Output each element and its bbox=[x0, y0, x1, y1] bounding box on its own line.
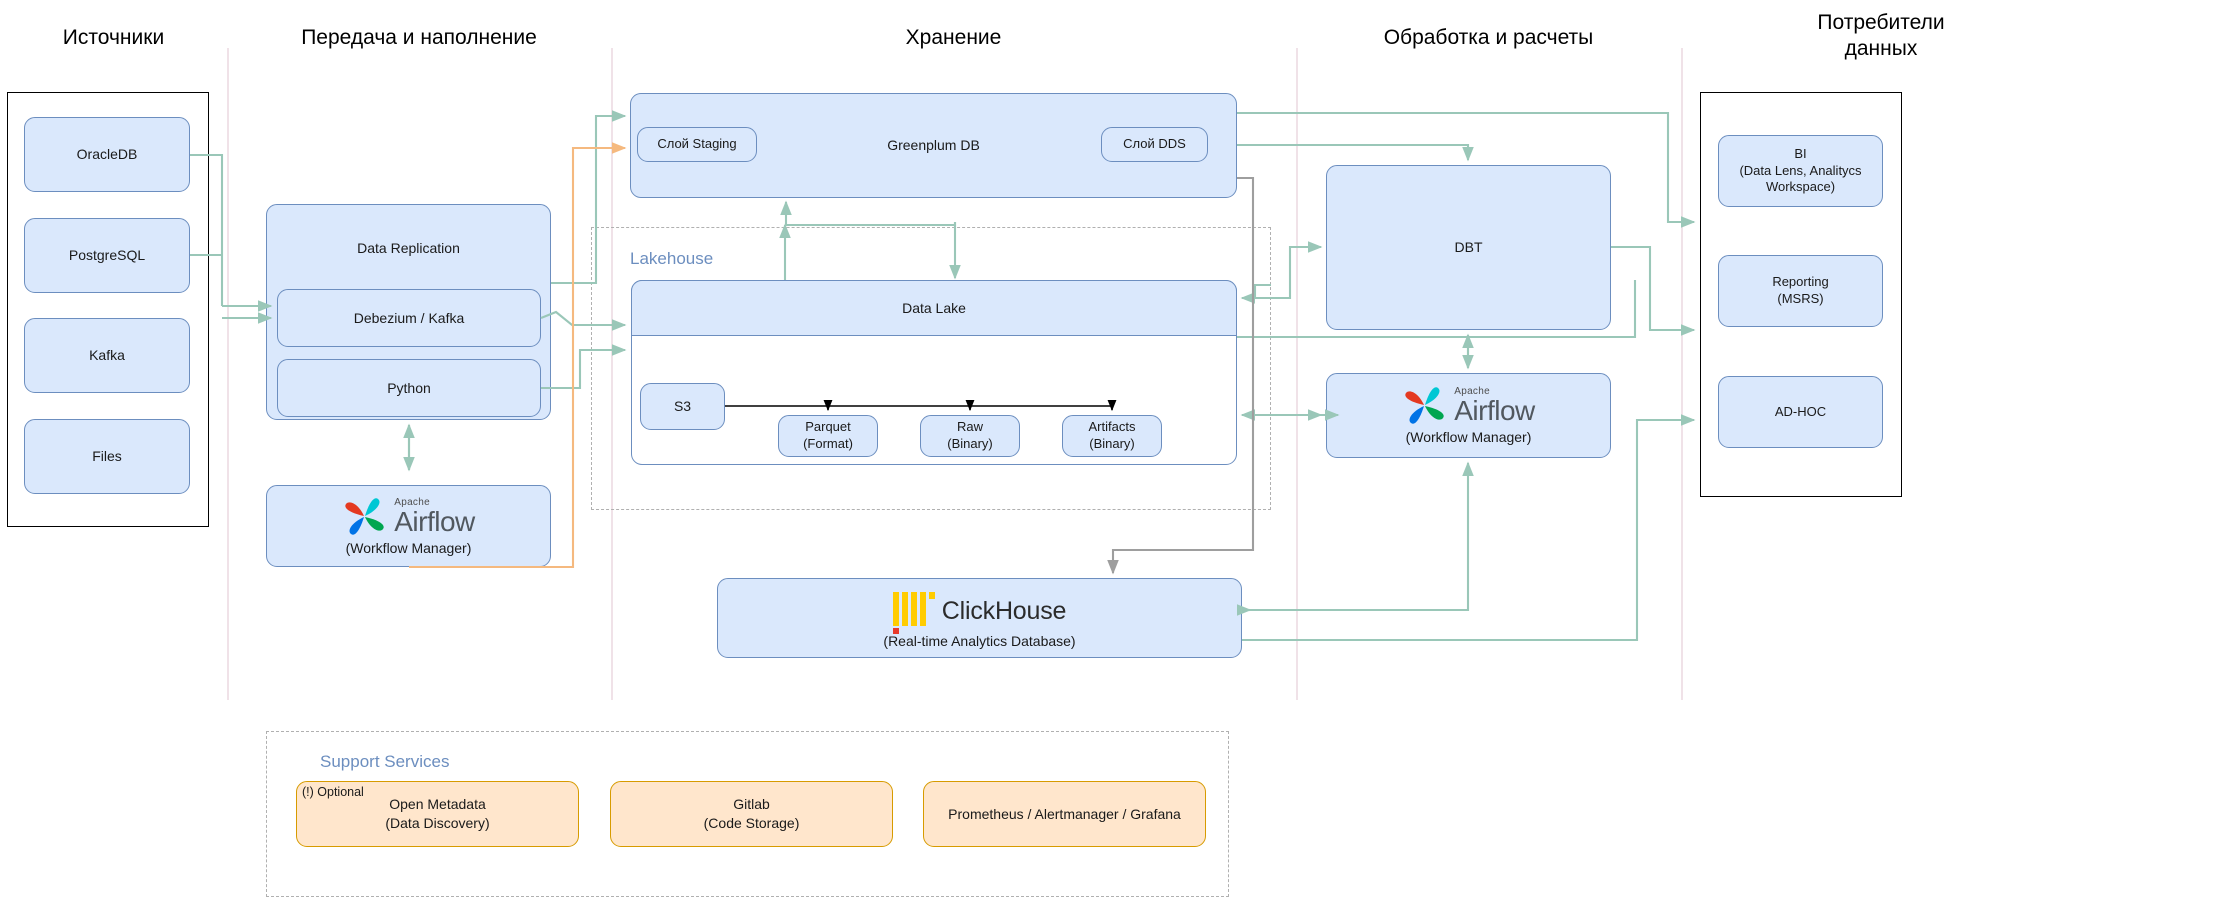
consumer-adhoc[interactable]: AD-HOC bbox=[1718, 376, 1883, 448]
column-divider-1 bbox=[227, 48, 229, 700]
support-services-zone bbox=[266, 731, 1229, 897]
processing-airflow-box[interactable] bbox=[1326, 373, 1611, 458]
greenplum-label: Greenplum DB bbox=[887, 137, 980, 154]
support-monitoring[interactable]: Prometheus / Alertmanager / Grafana bbox=[923, 781, 1206, 847]
clickhouse-box[interactable] bbox=[717, 578, 1242, 658]
data-replication-label: Data Replication bbox=[357, 240, 460, 256]
ingest-debezium-kafka[interactable]: Debezium / Kafka bbox=[277, 289, 541, 347]
datalake-header[interactable]: Data Lake bbox=[631, 280, 1237, 336]
ingest-python[interactable]: Python bbox=[277, 359, 541, 417]
wire-greenplum-to-dbt bbox=[1237, 143, 1474, 162]
optional-note: (!) Optional bbox=[302, 785, 364, 799]
source-oracledb[interactable]: OracleDB bbox=[24, 117, 190, 192]
support-gitlab[interactable]: Gitlab (Code Storage) bbox=[610, 781, 893, 847]
ingest-airflow-box[interactable] bbox=[266, 485, 551, 567]
storage-s3[interactable]: S3 bbox=[640, 383, 725, 430]
column-header-storage: Хранение bbox=[905, 26, 1002, 49]
column-header-processing: Обработка и расчеты bbox=[1383, 26, 1594, 49]
source-files[interactable]: Files bbox=[24, 419, 190, 494]
wire-crosslink-storage bbox=[785, 222, 957, 227]
column-divider-3 bbox=[1296, 48, 1298, 700]
storage-format-raw[interactable]: Raw (Binary) bbox=[920, 415, 1020, 457]
consumer-reporting[interactable]: Reporting (MSRS) bbox=[1718, 255, 1883, 327]
column-header-ingest: Передача и наполнение bbox=[301, 26, 537, 49]
greenplum-staging-layer[interactable]: Слой Staging bbox=[637, 127, 757, 162]
storage-format-artifacts[interactable]: Artifacts (Binary) bbox=[1062, 415, 1162, 457]
wire-datalake-up-arrow bbox=[780, 200, 792, 227]
source-kafka[interactable]: Kafka bbox=[24, 318, 190, 393]
column-header-consumers: Потребители данных bbox=[1817, 11, 1945, 61]
support-open-metadata[interactable]: Open Metadata (Data Discovery) bbox=[296, 781, 579, 847]
source-postgresql[interactable]: PostgreSQL bbox=[24, 218, 190, 293]
column-divider-4 bbox=[1681, 48, 1683, 700]
lakehouse-zone-label: Lakehouse bbox=[630, 249, 714, 268]
dbt-box[interactable]: DBT bbox=[1326, 165, 1611, 330]
greenplum-dds-layer[interactable]: Слой DDS bbox=[1101, 127, 1208, 162]
column-header-sources: Источники bbox=[62, 26, 165, 49]
storage-format-parquet[interactable]: Parquet (Format) bbox=[778, 415, 878, 457]
wire-clickhouse-right-up bbox=[1242, 578, 1470, 612]
support-services-label: Support Services bbox=[320, 752, 450, 771]
consumer-bi[interactable]: BI (Data Lens, Analitycs Workspace) bbox=[1718, 135, 1883, 207]
